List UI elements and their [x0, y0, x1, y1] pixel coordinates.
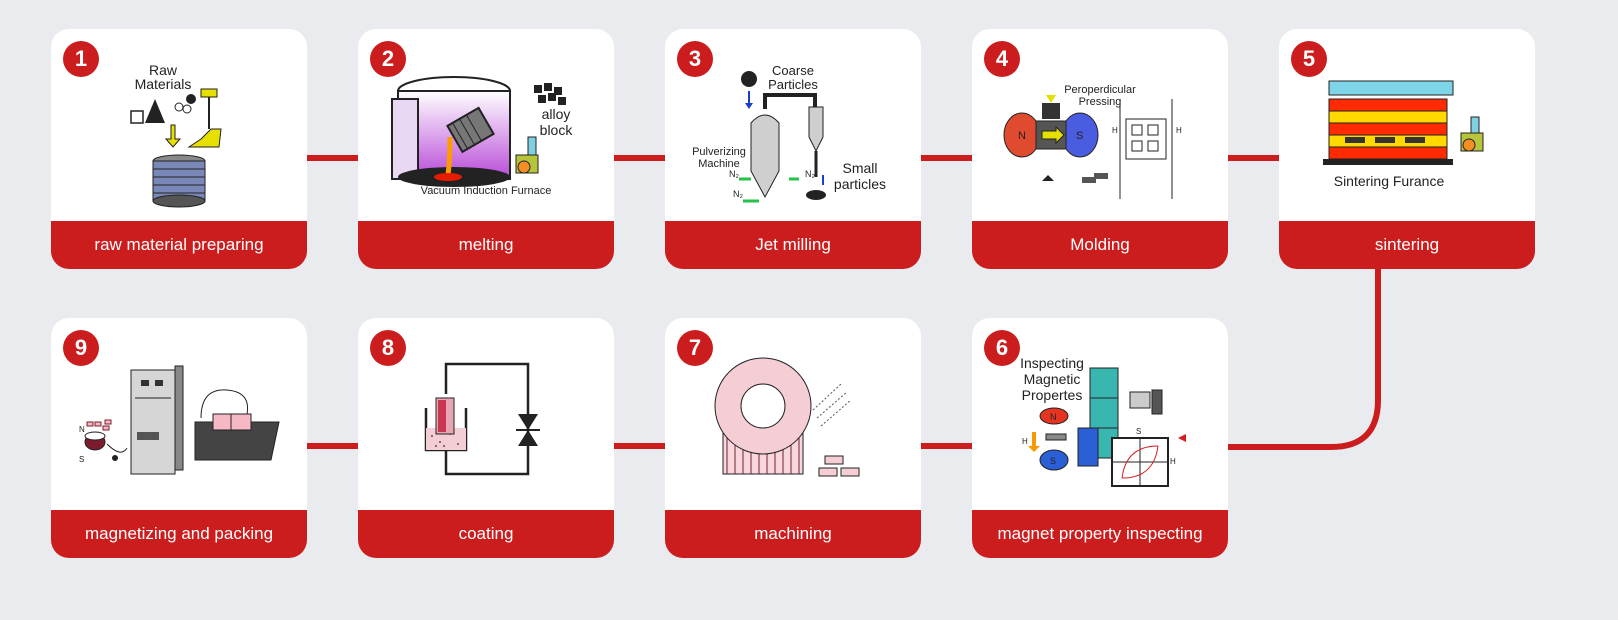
- label-small: Small: [842, 160, 877, 176]
- step-card-1: 1 Raw Materials raw material preparing: [51, 29, 307, 269]
- connector-3-4: [912, 155, 973, 161]
- step-card-2: 2 alloy block Vacuum Inductio: [358, 29, 614, 269]
- step-caption: melting: [358, 221, 614, 269]
- connector-6-7: [912, 443, 973, 449]
- step-number-badge: 4: [984, 41, 1020, 77]
- label-sintering-furnace: Sintering Furance: [1334, 173, 1445, 189]
- step-card-9: 9 N S magnetizing and packing: [51, 318, 307, 558]
- label-magnetic: Magnetic: [1024, 371, 1081, 387]
- step-number-badge: 8: [370, 330, 406, 366]
- connector-7-8: [605, 443, 666, 449]
- label-h: H: [1176, 126, 1182, 135]
- magnet-inspection-illustration: Inspecting Magnetic Propertes N S H S H: [1020, 355, 1186, 487]
- label-s: S: [79, 455, 84, 464]
- step-number-badge: 2: [370, 41, 406, 77]
- step-number-badge: 7: [677, 330, 713, 366]
- sintering-furnace-illustration: Sintering Furance: [1323, 80, 1484, 189]
- label-pulverizing: Pulverizing: [692, 146, 746, 158]
- label-n2: N₂: [805, 169, 815, 179]
- label-s: S: [1076, 130, 1083, 142]
- step-caption: coating: [358, 510, 614, 558]
- step-card-8: 8 coating: [358, 318, 614, 558]
- step-caption: magnetizing and packing: [51, 510, 307, 558]
- connector-8-9: [298, 443, 359, 449]
- step-card-4: 4 Peroperdicular Pressing N S H H Moldin…: [972, 29, 1228, 269]
- step-number-badge: 3: [677, 41, 713, 77]
- label-small-particles: particles: [834, 176, 886, 192]
- step-caption: raw material preparing: [51, 221, 307, 269]
- label-vacuum-furnace: Vacuum Induction Furnace: [421, 185, 552, 197]
- label-materials: Materials: [135, 76, 192, 92]
- step-caption: machining: [665, 510, 921, 558]
- step-caption: sintering: [1279, 221, 1535, 269]
- connector-2-3: [605, 155, 666, 161]
- step-number-badge: 9: [63, 330, 99, 366]
- step-caption: Jet milling: [665, 221, 921, 269]
- step-card-5: 5 Sintering Furance sintering: [1279, 29, 1535, 269]
- machining-illustration: [714, 357, 860, 477]
- label-pressing: Pressing: [1079, 96, 1122, 108]
- step-card-3: 3 Coarse Particles Pulverizing Machine S…: [665, 29, 921, 269]
- vacuum-furnace-illustration: alloy block Vacuum Induction Furnace: [391, 76, 574, 197]
- connector-1-2: [298, 155, 359, 161]
- molding-press-illustration: Peroperdicular Pressing N S H H: [1003, 84, 1182, 199]
- label-h: H: [1022, 437, 1028, 446]
- label-h: H: [1112, 126, 1118, 135]
- step-caption: Molding: [972, 221, 1228, 269]
- label-n: N: [79, 425, 85, 434]
- coating-illustration: [424, 362, 540, 476]
- axis-h-label: H: [1170, 457, 1176, 466]
- jet-mill-illustration: Coarse Particles Pulverizing Machine Sma…: [692, 63, 886, 203]
- label-s: S: [1050, 456, 1056, 466]
- label-n2: N₂: [733, 189, 743, 199]
- label-n: N: [1050, 412, 1057, 422]
- step-number-badge: 1: [63, 41, 99, 77]
- label-block: block: [540, 122, 574, 138]
- label-machine: Machine: [698, 158, 740, 170]
- step-caption: magnet property inspecting: [972, 510, 1228, 558]
- step-number-badge: 6: [984, 330, 1020, 366]
- label-particles: Particles: [768, 77, 818, 92]
- label-n: N: [1018, 130, 1026, 142]
- step-number-badge: 5: [1291, 41, 1327, 77]
- label-properties: Propertes: [1022, 387, 1083, 403]
- step-card-6: 6 Inspecting Magnetic Propertes N S H S …: [972, 318, 1228, 558]
- connector-4-5: [1219, 155, 1280, 161]
- raw-materials-illustration: Raw Materials: [130, 62, 222, 208]
- step-card-7: 7 machining: [665, 318, 921, 558]
- label-perpendicular: Peroperdicular: [1064, 84, 1136, 96]
- label-alloy: alloy: [542, 106, 571, 122]
- label-n2: N₂: [729, 169, 739, 179]
- label-raw: Raw: [149, 62, 178, 78]
- magnetizer-illustration: N S: [79, 365, 280, 475]
- label-inspecting: Inspecting: [1020, 355, 1084, 371]
- axis-s-label: S: [1136, 427, 1141, 436]
- label-coarse: Coarse: [772, 63, 814, 78]
